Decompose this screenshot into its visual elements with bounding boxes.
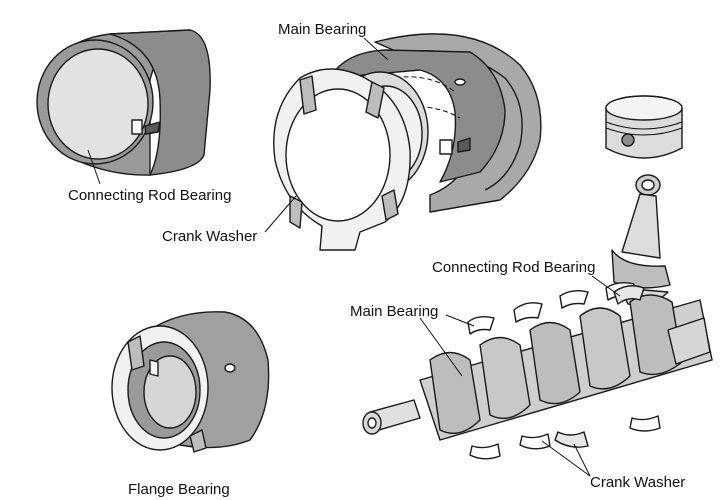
crankshaft-illustration	[362, 281, 713, 460]
leader-crank-washer-right-1	[541, 440, 591, 477]
leader-main-bearing-top	[363, 37, 389, 61]
connecting-rod-bearing-illustration	[36, 29, 211, 176]
label-connecting-rod-bearing-left: Connecting Rod Bearing	[68, 187, 231, 204]
piston-illustration	[605, 95, 683, 159]
leader-crank-washer-right-2	[573, 443, 591, 477]
leader-main-bearing-right-1	[445, 314, 475, 327]
leader-conrod-bearing-left	[87, 149, 101, 185]
leader-lines	[87, 37, 621, 477]
label-main-bearing-top: Main Bearing	[278, 21, 366, 38]
main-bearing-illustration	[273, 33, 542, 251]
label-crank-washer-right: Crank Washer	[590, 474, 685, 491]
label-main-bearing-right: Main Bearing	[350, 303, 438, 320]
label-connecting-rod-bearing-right: Connecting Rod Bearing	[432, 259, 595, 276]
flange-bearing-illustration	[111, 311, 270, 453]
label-flange-bearing: Flange Bearing	[128, 481, 230, 498]
label-crank-washer-left: Crank Washer	[162, 228, 257, 245]
leader-crank-washer-left	[264, 195, 297, 233]
leader-main-bearing-right-2	[419, 317, 463, 377]
leader-conrod-bearing-right	[591, 275, 621, 297]
